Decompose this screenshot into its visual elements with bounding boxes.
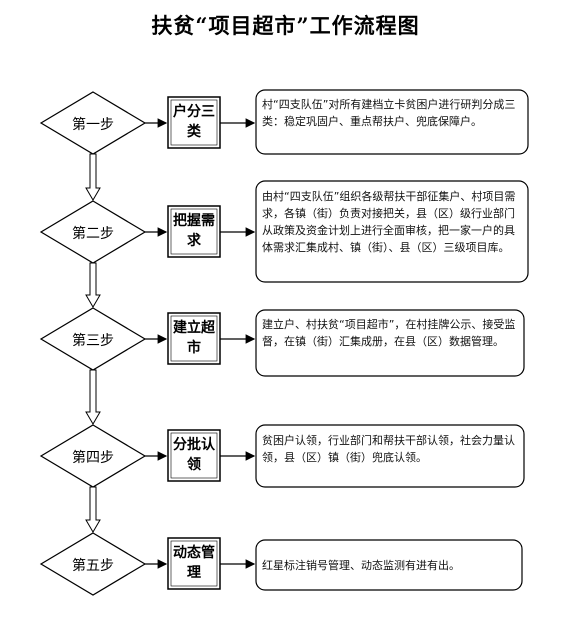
step-3-description: 建立户、村扶贫“项目超市”，在村挂牌公示、接受监督，在镇（街）汇集成册，在县（区… <box>262 318 516 348</box>
step-4-label: 第四步 <box>72 450 114 466</box>
step-1-description: 村“四支队伍”对所有建档立卡贫困户进行研判分成三类：稳定巩固户、重点帮扶户、兜底… <box>262 98 516 128</box>
step-4-description: 贫困户认领，行业部门和帮扶干部认领，社会力量认领，县（区）镇（街）兜底认领。 <box>262 434 515 464</box>
step-3-desc-box <box>255 309 525 377</box>
step-5-label: 第五步 <box>72 558 114 574</box>
down-arrow-3 <box>85 369 101 425</box>
down-arrow-1 <box>85 153 101 201</box>
down-arrow-2 <box>85 262 101 308</box>
page-title: 扶贫“项目超市”工作流程图 <box>151 13 420 38</box>
step-5-description: 红星标注销号管理、动态监测有进有出。 <box>262 559 460 572</box>
step-2-description: 由村“四支队伍”组织各级帮扶干部征集户、村项目需求，各镇（街）负责对接把关，县（… <box>262 190 516 254</box>
step-5-desc-box <box>255 539 523 591</box>
step-5-diamond <box>39 532 147 596</box>
step-3-phase: 建立超市 <box>173 320 215 356</box>
step-2-phase: 把握需求 <box>173 213 215 249</box>
step-1-phase: 户分三类 <box>173 104 215 140</box>
step-3-label: 第三步 <box>72 333 114 349</box>
step-2-desc-box <box>255 180 529 283</box>
step-5-phase: 动态管理 <box>173 545 215 581</box>
down-arrow-4 <box>85 486 101 533</box>
step-4-desc-box <box>255 424 525 488</box>
step-1-label: 第一步 <box>72 117 114 133</box>
step-4-phase: 分批认领 <box>173 437 215 473</box>
step-1-desc-box <box>255 89 529 155</box>
step-2-label: 第二步 <box>72 226 114 242</box>
